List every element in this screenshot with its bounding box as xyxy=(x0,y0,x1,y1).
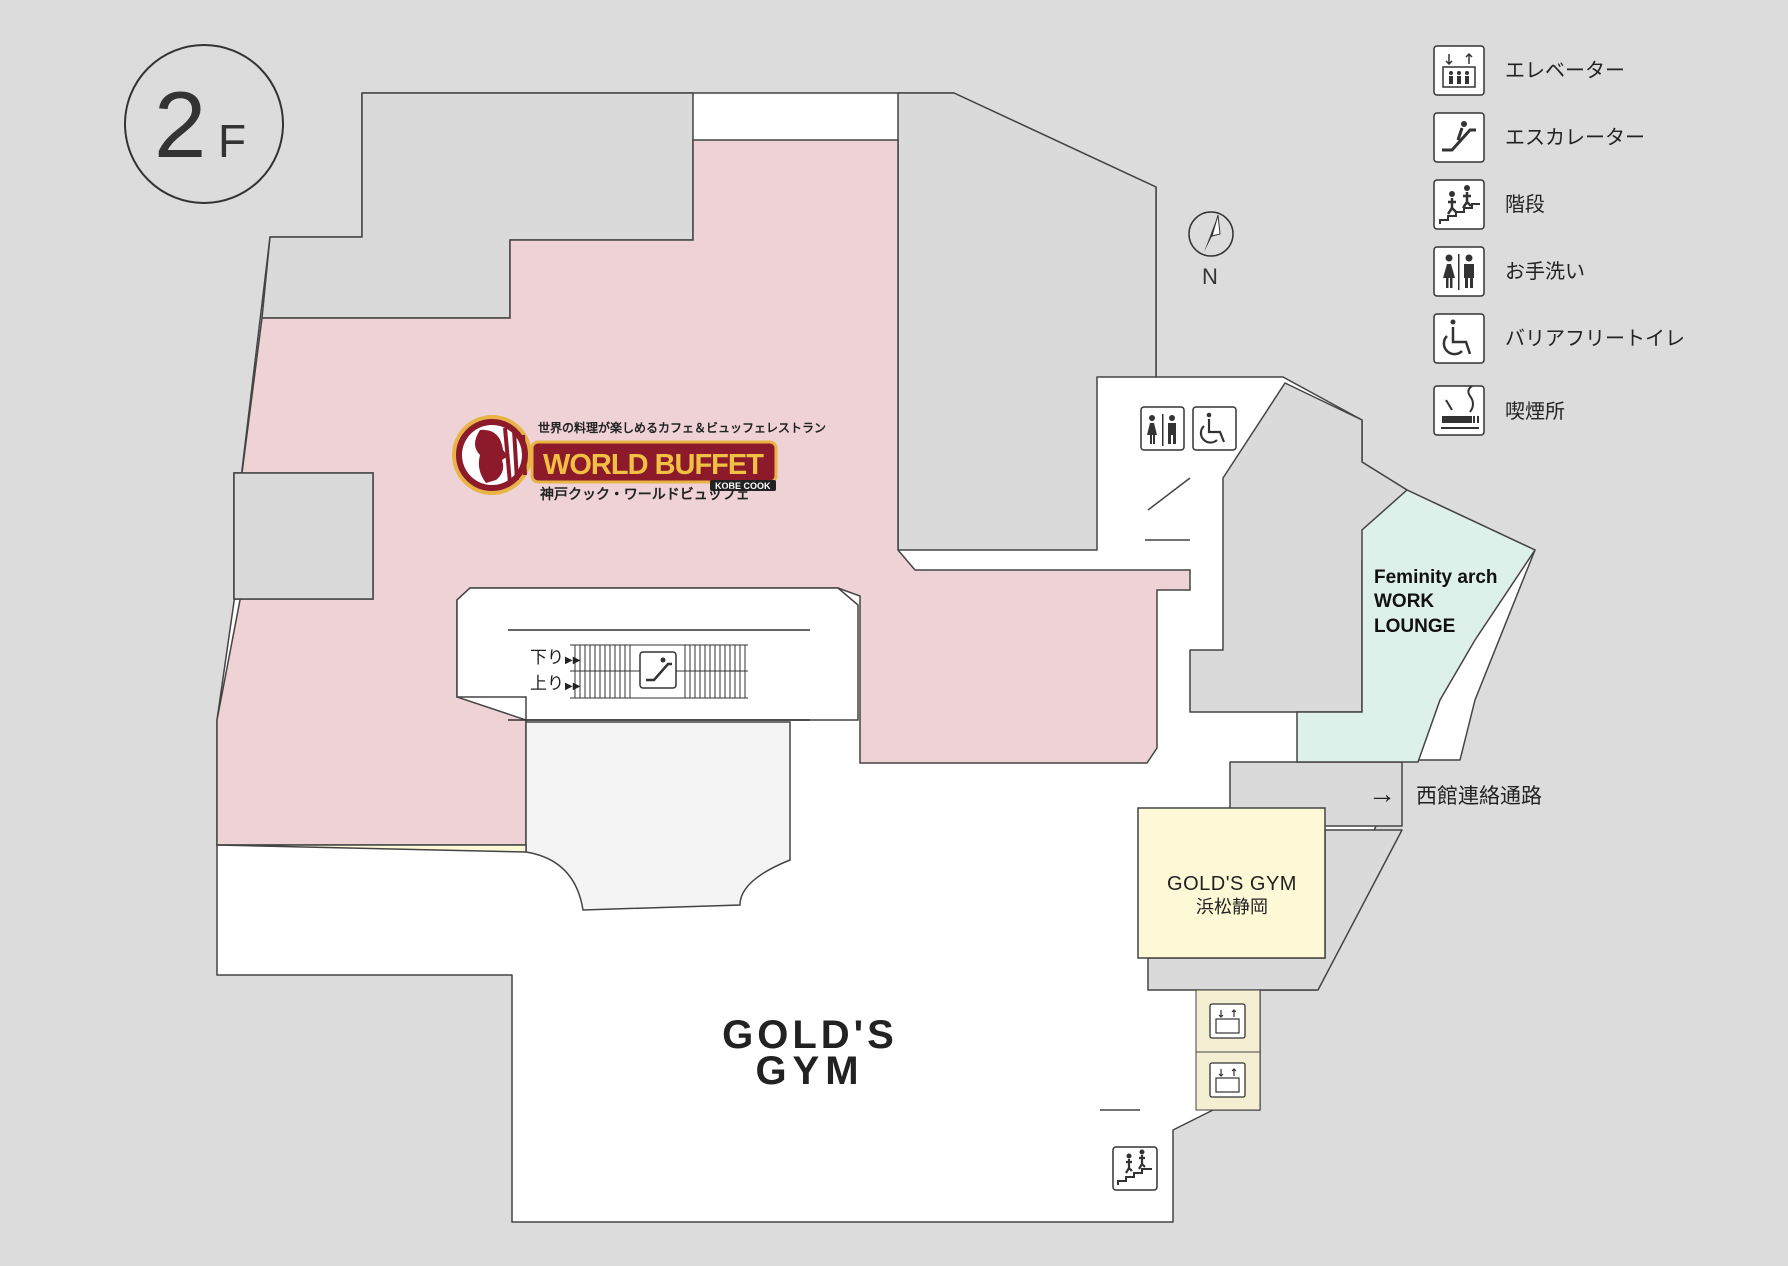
legend-item-escalator: エスカレーター xyxy=(1433,112,1645,163)
legend-label-restroom: お手洗い xyxy=(1505,260,1585,283)
accessible-toilet-icon xyxy=(1442,319,1472,356)
world-buffet-logo-sub: KOBE COOK xyxy=(715,481,771,491)
legend-label-accessible-toilet: バリアフリートイレ xyxy=(1505,328,1685,350)
accessible-toilet-icon xyxy=(1199,412,1226,444)
smoking-area-icon xyxy=(1441,385,1479,429)
compass-needle-icon xyxy=(1204,215,1218,252)
escalator-up-label: 上り xyxy=(530,674,564,693)
work-lounge-line2: WORK xyxy=(1374,591,1434,612)
service-area-west-inner xyxy=(233,472,374,600)
golds-gym-logo[interactable]: GOLD'S GYM xyxy=(722,1013,898,1093)
compass-label: N xyxy=(1202,264,1218,289)
west-passage-label[interactable]: → 西館連絡通路 xyxy=(1368,778,1542,809)
restroom-icon xyxy=(1147,414,1176,446)
legend-label-smoking: 喫煙所 xyxy=(1505,400,1565,423)
work-lounge-label: Feminity arch WORK LOUNGE xyxy=(1374,567,1498,637)
escalator-up-arrow-icon: ▶▶ xyxy=(565,681,581,692)
accessible-toilet-marker[interactable] xyxy=(1192,406,1237,451)
golds-gym-logo-line1: GOLD'S xyxy=(722,1013,898,1057)
elevator-icon xyxy=(1215,1068,1240,1093)
corridor-lines xyxy=(1100,477,1191,1111)
world-buffet-logo[interactable]: 世界の料理が楽しめるカフェ＆ビュッフェレストラン WORLD BUFFET KO… xyxy=(452,415,826,502)
elevator-icon xyxy=(1215,1009,1240,1034)
restroom-icon xyxy=(1443,254,1474,290)
elevator-marker-2[interactable] xyxy=(1209,1062,1246,1098)
legend-label-escalator: エスカレーター xyxy=(1505,126,1645,149)
floor-badge: 2 F xyxy=(124,44,284,204)
compass: N xyxy=(1188,211,1234,289)
golds-gym-shop-label: GOLD'S GYM 浜松静岡 xyxy=(1167,873,1297,917)
golds-gym-area[interactable] xyxy=(216,844,527,853)
service-area-north[interactable] xyxy=(897,92,1157,551)
passage-arrow-icon: → xyxy=(1368,778,1396,809)
legend-item-accessible-toilet: バリアフリートイレ xyxy=(1433,313,1685,364)
golds-gym-shop-line2: 浜松静岡 xyxy=(1196,897,1268,917)
escalator-icon xyxy=(1442,121,1476,152)
golds-gym-logo-line2: GYM xyxy=(755,1049,864,1093)
escalator-icon xyxy=(639,651,677,689)
atrium-void xyxy=(525,721,791,911)
legend-item-elevator: エレベーター xyxy=(1433,45,1625,96)
legend-label-stairs: 階段 xyxy=(1505,193,1545,216)
work-lounge-area[interactable] xyxy=(1296,489,1537,763)
elevator-marker-1[interactable] xyxy=(1209,1003,1246,1039)
legend-item-stairs: 階段 xyxy=(1433,179,1545,230)
escalator[interactable]: 下り ▶▶ 上り ▶▶ xyxy=(508,629,810,721)
escalator-down-arrow-icon: ▶▶ xyxy=(565,655,581,666)
work-lounge-line1: Feminity arch xyxy=(1374,567,1498,588)
elevator-icon xyxy=(1442,52,1476,88)
escalator-steps xyxy=(570,644,748,699)
legend: エレベーター エスカレーター 階段 xyxy=(1433,45,1685,436)
world-buffet-name-jp: 神戸クック・ワールドビュッフェ xyxy=(540,486,750,502)
golds-gym-hamamatsu-shop[interactable] xyxy=(1137,807,1326,959)
legend-label-elevator: エレベーター xyxy=(1505,59,1625,82)
stairs-icon xyxy=(1439,185,1480,224)
escalator-down-label: 下り xyxy=(530,648,564,667)
stairs-icon xyxy=(1117,1149,1152,1185)
restroom-marker[interactable] xyxy=(1140,406,1185,451)
golds-gym-shop-line1: GOLD'S GYM xyxy=(1167,873,1297,895)
legend-item-restroom: お手洗い xyxy=(1433,246,1585,297)
passage-name: 西館連絡通路 xyxy=(1416,785,1542,808)
work-lounge-line3: LOUNGE xyxy=(1374,616,1455,637)
floor-unit: F xyxy=(218,115,246,167)
legend-item-smoking: 喫煙所 xyxy=(1433,385,1565,436)
floor-number: 2 xyxy=(154,72,206,177)
world-buffet-tagline: 世界の料理が楽しめるカフェ＆ビュッフェレストラン xyxy=(538,420,826,435)
stairs-marker[interactable] xyxy=(1112,1146,1158,1191)
world-buffet-logo-text: WORLD BUFFET xyxy=(543,449,764,481)
